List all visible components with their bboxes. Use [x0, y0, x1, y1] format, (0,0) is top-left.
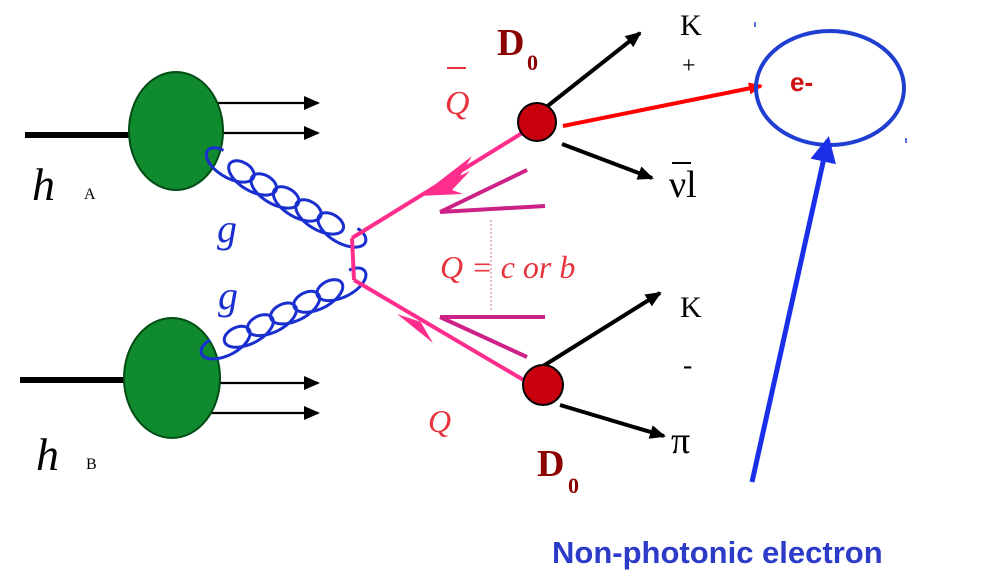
pair-wedge-top-a: [439, 168, 528, 214]
d0-top-label: D: [497, 22, 524, 64]
k-minus-letter: K: [680, 291, 702, 324]
gluon-bottom-label: g: [218, 273, 238, 318]
k-plus-letter: K: [680, 9, 702, 42]
hadron-b-label: h: [36, 429, 59, 480]
d0-bottom-vertex: [522, 364, 564, 406]
electron-arrow: [562, 82, 763, 128]
antiquark-arrow: [424, 156, 472, 193]
pi-label: π: [671, 420, 690, 462]
gluon-top-coil: [204, 146, 368, 249]
k-plus-sign: +: [682, 53, 696, 79]
gluon-bottom-coil: [199, 266, 368, 361]
d0-top-subscript: 0: [527, 50, 538, 75]
d0-top-vertex: [517, 102, 557, 142]
nu-l-label: νl: [669, 164, 697, 206]
quark-definition-label: Q = c or b: [440, 249, 575, 285]
hadron-a-blob: [128, 71, 224, 191]
hadron-b-sub-label: B: [86, 456, 97, 473]
nu-l-arrow: [561, 142, 654, 180]
antiquark-label: Q: [445, 85, 470, 122]
k-minus-sign: -: [683, 350, 692, 381]
quark-line: [352, 278, 529, 384]
pi-arrow: [559, 403, 666, 439]
electron-ring: [754, 29, 906, 147]
antiquark-arrowhead: [418, 171, 470, 196]
quark-arrowhead: [397, 309, 433, 343]
hadron-b-blob: [123, 317, 221, 439]
gluon-top-label: g: [217, 206, 237, 251]
quark-label: Q: [428, 403, 451, 439]
pair-wedge-bottom-b: [439, 315, 528, 359]
d0-bottom-subscript: 0: [568, 473, 579, 498]
non-photonic-pointer-arrow: [749, 136, 836, 483]
electron-label: e-: [790, 67, 813, 97]
caption-non-photonic-electron: Non-photonic electron: [552, 535, 883, 570]
hadron-a-label: h: [32, 159, 55, 210]
hadron-a-sub-label: A: [84, 186, 96, 203]
pair-wedge-top-b: [439, 204, 546, 214]
k-plus-arrow: [538, 31, 642, 114]
k-minus-arrow: [538, 291, 662, 370]
d0-bottom-label: D: [537, 443, 564, 485]
gluon-fusion-vertex-line: [350, 237, 356, 281]
